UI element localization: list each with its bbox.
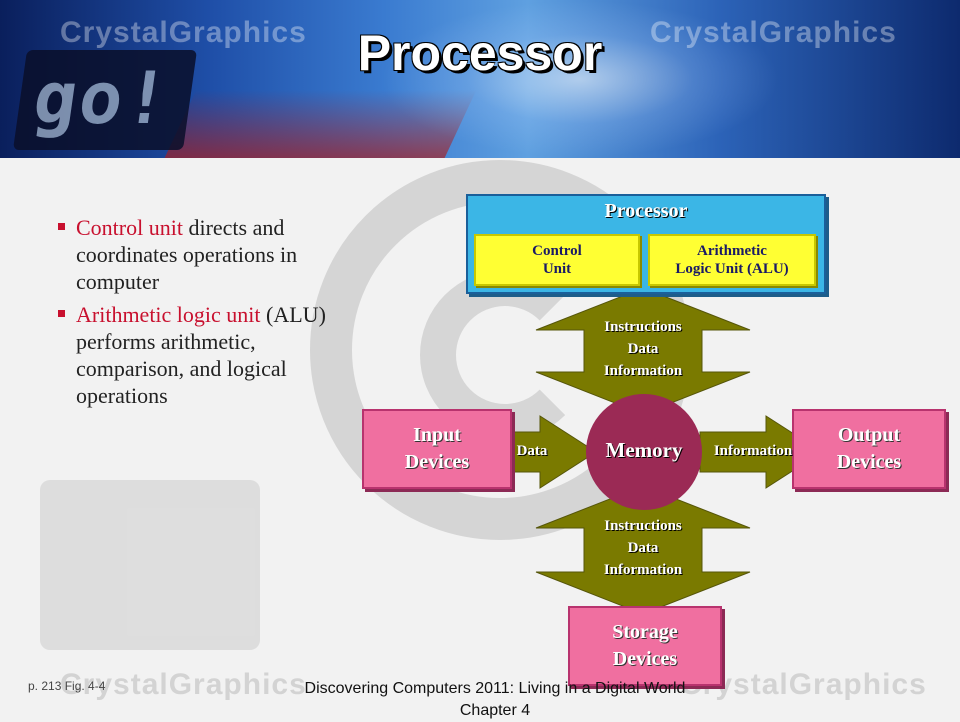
alu-label: Arithmetic Logic Unit (ALU) <box>675 243 789 277</box>
watermark-left: CrystalGraphics <box>60 16 307 49</box>
data-arrow-label: Data <box>516 443 548 459</box>
bullet-list: Control unit directs and coordinates ope… <box>58 214 358 415</box>
bullet-alu: Arithmetic logic unit (ALU) performs ari… <box>58 301 358 409</box>
slide-title: Processor <box>357 25 603 81</box>
header-banner: go! CrystalGraphics CrystalGraphics <box>0 0 960 158</box>
figure-reference: p. 213 Fig. 4-4 <box>28 679 106 693</box>
alu-box: Arithmetic Logic Unit (ALU) <box>648 234 816 286</box>
processor-box: Processor Control Unit Arithmetic Logic … <box>466 194 826 294</box>
control-unit-box: Control Unit <box>474 234 640 286</box>
bullet-description: (ALU) performs arithmetic, comparison, a… <box>76 302 326 408</box>
watermark-right: CrystalGraphics <box>650 16 897 49</box>
output-devices-box: Output Devices <box>792 409 946 489</box>
control-unit-label: Control Unit <box>532 243 582 277</box>
input-devices-box: Input Devices <box>362 409 512 489</box>
bullet-control-unit: Control unit directs and coordinates ope… <box>58 214 358 295</box>
bullet-marker <box>58 223 65 230</box>
information-arrow-label: Information <box>713 443 793 459</box>
bullet-term: Control unit <box>76 215 183 240</box>
memory-label: Memory <box>605 438 683 462</box>
bullet-description: directs and coordinates operations in co… <box>76 215 298 294</box>
storage-devices-box: Storage Devices <box>568 606 722 686</box>
storage-devices-label: Storage Devices <box>612 621 678 670</box>
input-devices-label: Input Devices <box>404 424 470 473</box>
slide-footer: Discovering Computers 2011: Living in a … <box>304 680 686 719</box>
arrow-bottom-label: Instructions Data Information <box>603 518 683 578</box>
processor-title: Processor <box>604 200 688 222</box>
output-devices-label: Output Devices <box>836 424 902 473</box>
banner-glow <box>380 0 780 158</box>
watermark-bottom-left: CrystalGraphics <box>60 668 307 701</box>
memory-circle <box>586 394 702 510</box>
background-briefcase-image <box>40 480 260 650</box>
bullet-marker <box>58 310 65 317</box>
arrow-top-label: Instructions Data Information <box>603 319 683 379</box>
bullet-term: Arithmetic logic unit <box>76 302 261 327</box>
